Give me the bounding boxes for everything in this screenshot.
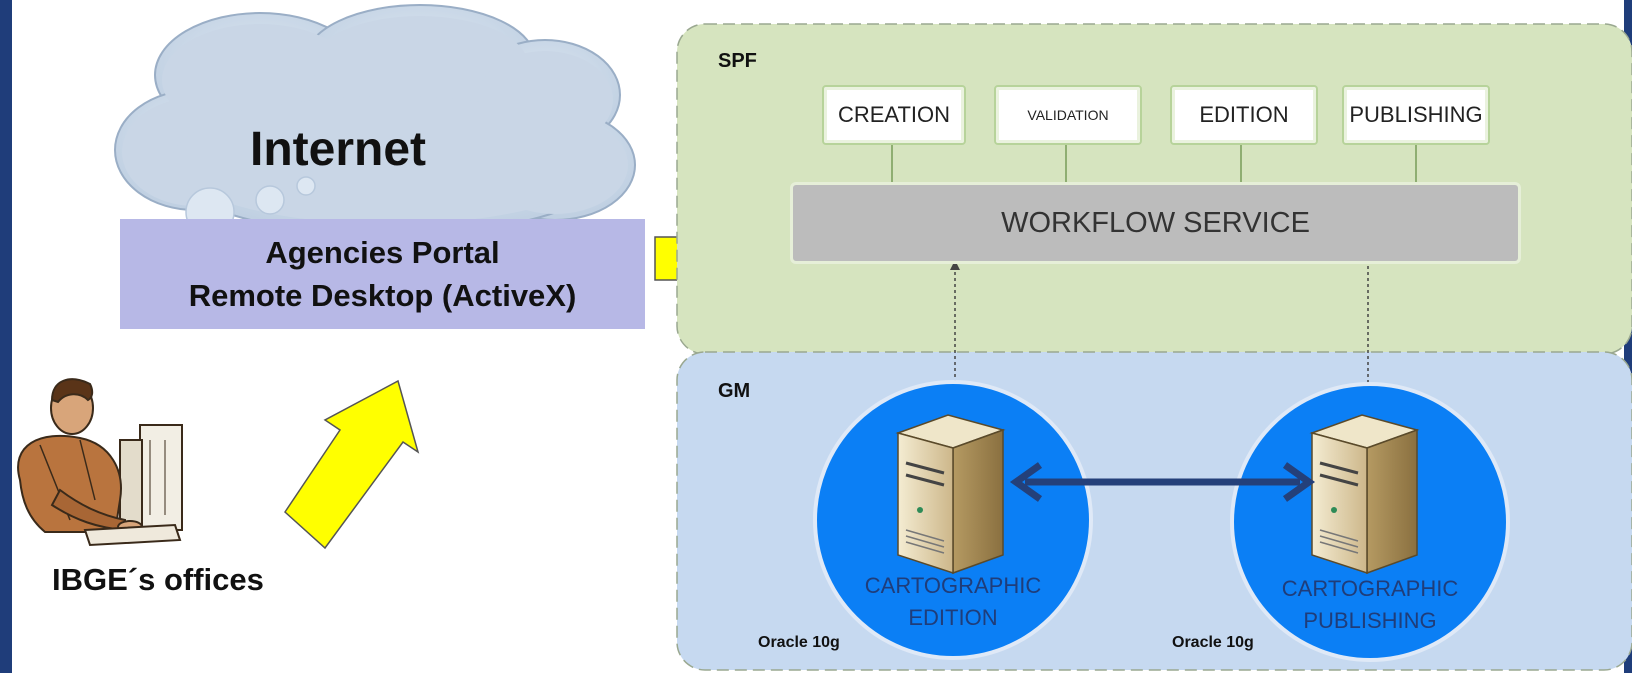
- module-validation: VALIDATION: [994, 85, 1142, 145]
- portal-line-1: Agencies Portal: [265, 235, 500, 270]
- person-at-computer-icon: [17, 378, 183, 547]
- up-arrow: [284, 379, 420, 550]
- slide-left-border: [0, 0, 12, 673]
- module-connectors: [891, 141, 1417, 184]
- server-label-line2: EDITION: [908, 605, 998, 630]
- offices-label: IBGE´s offices: [52, 562, 264, 597]
- server-label-line2: PUBLISHING: [1303, 608, 1437, 633]
- server-icon: [1309, 414, 1420, 575]
- server-label-edition: CARTOGRAPHIC EDITION: [858, 570, 1048, 634]
- workflow-service: WORKFLOW SERVICE: [790, 182, 1521, 264]
- server-label-line1: CARTOGRAPHIC: [1281, 576, 1459, 601]
- server-icon: [895, 414, 1006, 575]
- server-label-line1: CARTOGRAPHIC: [864, 573, 1042, 598]
- replication-arrow: [1009, 462, 1316, 502]
- gm-label: GM: [718, 380, 751, 402]
- module-creation: CREATION: [822, 85, 966, 145]
- portal-line-2: Remote Desktop (ActiveX): [188, 278, 577, 313]
- spf-label: SPF: [718, 50, 757, 72]
- module-publishing: PUBLISHING: [1342, 85, 1490, 145]
- internet-label: Internet: [250, 123, 427, 176]
- internet-cloud: [114, 4, 636, 237]
- oracle-label-publishing: Oracle 10g: [1172, 634, 1254, 651]
- agencies-portal-box: Agencies Portal Remote Desktop (ActiveX): [120, 219, 645, 329]
- oracle-label-edition: Oracle 10g: [758, 634, 840, 651]
- server-label-publishing: CARTOGRAPHIC PUBLISHING: [1275, 573, 1465, 637]
- module-edition: EDITION: [1170, 85, 1318, 145]
